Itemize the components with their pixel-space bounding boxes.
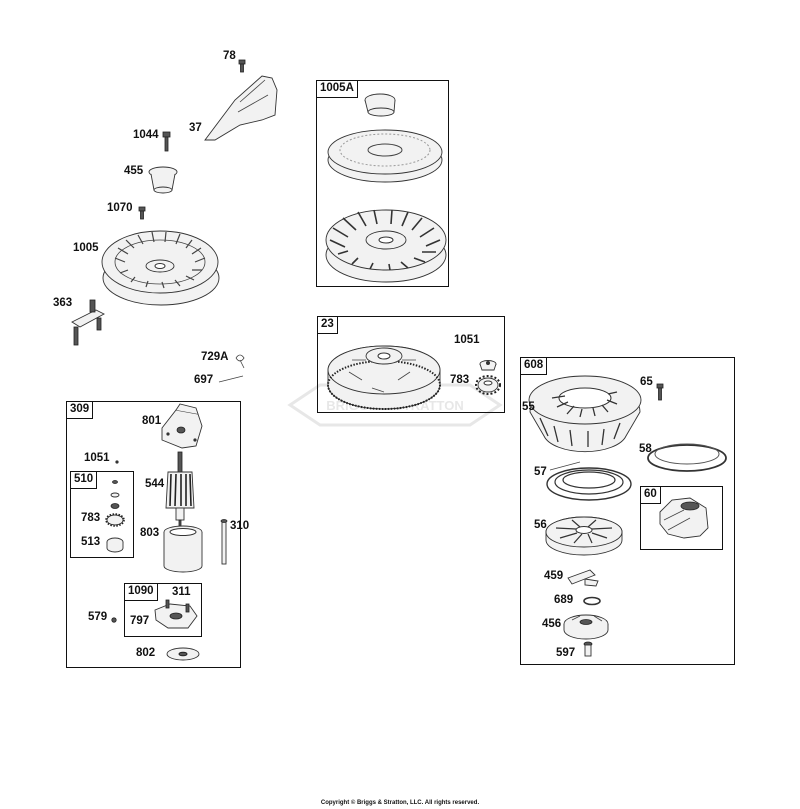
callout-459: 459 — [544, 570, 564, 582]
part-1005a-cap — [364, 93, 396, 117]
callout-597: 597 — [556, 647, 576, 659]
callout-797: 797 — [130, 615, 150, 627]
callout-311: 311 — [172, 586, 191, 598]
part-56-pulley — [545, 516, 623, 556]
part-1005a-fan — [325, 209, 447, 283]
box-1090-title: 1090 — [124, 583, 158, 601]
box-23: 23 — [317, 316, 505, 413]
part-510-drive — [105, 480, 125, 553]
box-23-title: 23 — [317, 316, 338, 334]
callout-57: 57 — [534, 466, 547, 478]
callout-58: 58 — [639, 443, 652, 455]
callout-363: 363 — [53, 297, 73, 309]
part-597-screw — [583, 641, 593, 657]
box-60-title: 60 — [640, 486, 661, 504]
callout-56: 56 — [534, 519, 547, 531]
part-55-starter-housing — [528, 375, 642, 453]
part-1005a-screen — [327, 129, 443, 183]
box-608-title: 608 — [520, 357, 548, 375]
part-65-screw — [656, 383, 664, 401]
callout-1051-top: 1051 — [454, 334, 480, 346]
part-544-armature — [165, 451, 195, 527]
part-783-gear — [475, 375, 501, 395]
callout-65: 65 — [640, 376, 653, 388]
callout-1044: 1044 — [133, 129, 159, 141]
callout-1051: 1051 — [84, 452, 110, 464]
box-1090: 1090 — [124, 583, 202, 637]
callout-803: 803 — [140, 527, 160, 539]
box-1005a-title: 1005A — [316, 80, 358, 98]
callout-310: 310 — [230, 520, 250, 532]
part-1005-flywheel — [101, 230, 220, 306]
part-801-bracket — [161, 403, 203, 449]
part-1051-cap — [479, 360, 497, 371]
callout-697: 697 — [194, 374, 214, 386]
part-802-plate — [166, 647, 200, 661]
callout-783: 783 — [81, 512, 101, 524]
part-363-mount — [71, 299, 105, 346]
callout-1070: 1070 — [107, 202, 133, 214]
callout-689: 689 — [554, 594, 574, 606]
part-459-pawl — [567, 569, 599, 587]
part-1044-screw — [162, 131, 171, 152]
part-729a-spring — [235, 354, 245, 369]
box-309-title: 309 — [66, 401, 94, 419]
callout-456: 456 — [542, 618, 562, 630]
part-310-bolt — [220, 519, 228, 565]
callout-78: 78 — [223, 50, 236, 62]
callout-801: 801 — [142, 415, 162, 427]
callout-544: 544 — [145, 478, 165, 490]
box-309: 309 — [66, 401, 241, 668]
box-510: 510 — [70, 471, 134, 558]
part-57-spring — [546, 461, 632, 501]
callout-513: 513 — [81, 536, 101, 548]
part-311-endcap — [154, 599, 198, 629]
part-689-ring — [583, 596, 601, 606]
part-1070-screw — [138, 206, 146, 220]
box-510-title: 510 — [70, 471, 98, 489]
part-456-retainer — [563, 614, 609, 640]
part-23-flywheel-ring — [327, 345, 441, 410]
callout-455: 455 — [124, 165, 144, 177]
callout-729a: 729A — [201, 351, 229, 363]
part-1051-washer — [115, 460, 119, 464]
box-1005a: 1005A — [316, 80, 449, 287]
copyright-notice: Copyright © Briggs & Stratton, LLC. All … — [320, 800, 480, 806]
part-697-pin — [218, 375, 244, 383]
callout-1005: 1005 — [73, 242, 99, 254]
part-455-cup — [148, 166, 178, 194]
part-803-housing — [163, 525, 203, 573]
callout-579: 579 — [88, 611, 108, 623]
box-608: 608 — [520, 357, 735, 665]
callout-55: 55 — [522, 401, 535, 413]
callout-37: 37 — [189, 122, 202, 134]
part-58-rope — [647, 443, 727, 472]
part-78-screw — [238, 59, 246, 73]
part-579-nut — [111, 617, 117, 623]
callout-802: 802 — [136, 647, 156, 659]
part-37-shield — [204, 75, 278, 141]
part-60-handle — [659, 497, 709, 539]
callout-783-top: 783 — [450, 374, 470, 386]
box-60: 60 — [640, 486, 723, 550]
